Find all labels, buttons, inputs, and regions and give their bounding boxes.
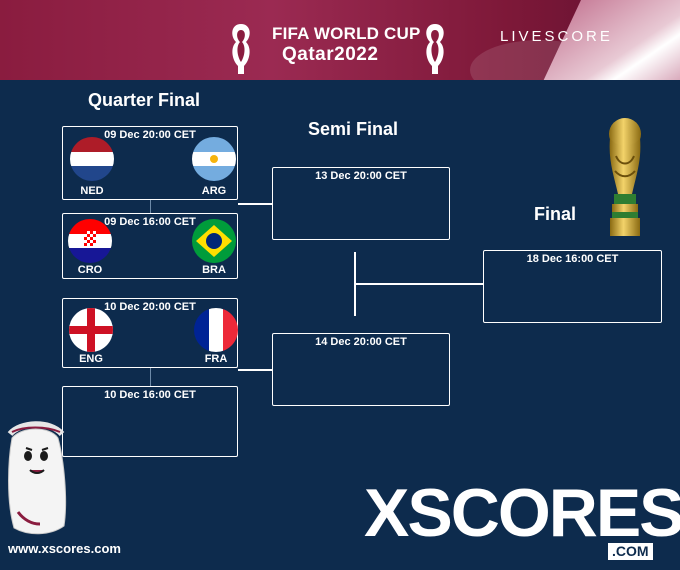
away-team: BRA: [202, 264, 226, 276]
away-team: FRA: [204, 353, 228, 365]
final-title: Final: [534, 204, 577, 224]
bracket-connector: [150, 368, 151, 386]
world-cup-emblem-icon: [232, 24, 250, 74]
croatia-flag-icon: [68, 219, 112, 263]
bracket-connector: [150, 200, 151, 213]
quarter-final-match[interactable]: 09 Dec 20:00 CET NED ARG: [62, 126, 238, 200]
xscores-logo-suffix: .COM: [608, 543, 653, 560]
match-date: 10 Dec 16:00 CET: [104, 389, 196, 401]
home-team: ENG: [79, 353, 103, 365]
match-date: 10 Dec 20:00 CET: [104, 301, 196, 313]
home-team: CRO: [77, 264, 103, 276]
argentina-flag-icon: [192, 137, 236, 181]
brand-subtitle: Qatar2022: [282, 44, 379, 65]
final-match[interactable]: 18 Dec 16:00 CET: [483, 250, 662, 323]
match-date: 09 Dec 20:00 CET: [104, 129, 196, 141]
semi-final-title: Semi Final: [308, 119, 399, 139]
bracket-connector: [238, 203, 272, 205]
england-flag-icon: [69, 308, 113, 352]
bracket-connector: [354, 252, 356, 316]
livescore-label: LIVESCORE: [500, 28, 613, 45]
netherlands-flag-icon: [70, 137, 114, 181]
bracket-connector: [238, 369, 272, 371]
bracket-connector: [356, 283, 483, 285]
quarter-final-match[interactable]: 10 Dec 16:00 CET: [62, 386, 238, 457]
brand-title: FIFA WORLD CUP: [272, 24, 421, 43]
xscores-logo: XSCORES: [364, 475, 680, 551]
match-date: 18 Dec 16:00 CET: [526, 253, 619, 265]
mascot-icon: [7, 421, 67, 535]
semi-final-match[interactable]: 14 Dec 20:00 CET: [272, 333, 450, 406]
quarter-final-match[interactable]: 10 Dec 20:00 CET ENG FRA: [62, 298, 238, 368]
semi-final-match[interactable]: 13 Dec 20:00 CET: [272, 167, 450, 240]
match-date: 09 Dec 16:00 CET: [104, 216, 196, 228]
france-flag-icon: [194, 308, 238, 352]
world-cup-emblem-icon: [426, 24, 444, 74]
quarter-final-match[interactable]: 09 Dec 16:00 CET CRO BRA: [62, 213, 238, 279]
header-banner: FIFA WORLD CUP Qatar2022 LIVESCORE: [0, 0, 680, 80]
quarter-final-title: Quarter Final: [88, 90, 201, 110]
brazil-flag-icon: [192, 219, 236, 263]
match-date: 13 Dec 20:00 CET: [315, 170, 407, 182]
home-team: NED: [80, 185, 104, 197]
trophy-icon: [609, 118, 641, 236]
site-url[interactable]: www.xscores.com: [8, 541, 121, 556]
away-team: ARG: [201, 185, 227, 197]
match-date: 14 Dec 20:00 CET: [315, 336, 407, 348]
